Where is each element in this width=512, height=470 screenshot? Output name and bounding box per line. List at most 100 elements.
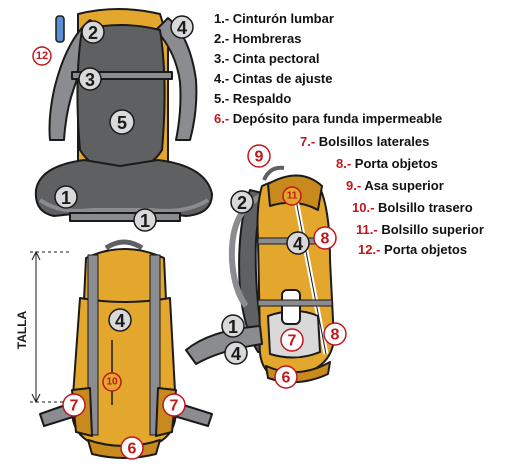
side-bottle [281, 289, 301, 325]
size-label: TALLA [15, 310, 29, 349]
front-top-handle [104, 239, 144, 251]
svg-text:4: 4 [177, 18, 187, 38]
legend-num: 11.- [356, 222, 378, 237]
legend-num: 7.- [300, 134, 316, 149]
legend-label: Depósito para funda impermeable [232, 111, 443, 126]
svg-text:8: 8 [321, 231, 330, 248]
marker-4: 4 [224, 341, 248, 365]
marker-6: 6 [274, 365, 298, 389]
svg-text:6: 6 [282, 370, 291, 387]
marker-4: 4 [170, 15, 194, 39]
svg-text:6: 6 [128, 441, 137, 458]
legend-num: 4.- [214, 71, 230, 86]
legend-item-9: 9.- Asa superior [346, 179, 444, 192]
legend-item-10: 10.- Bolsillo trasero [352, 201, 473, 214]
hip-buckle-strap [69, 212, 181, 222]
svg-text:10: 10 [106, 377, 118, 388]
legend-num: 12.- [358, 242, 381, 257]
marker-1: 1 [133, 208, 157, 232]
svg-text:12: 12 [36, 50, 48, 62]
legend-item-5: 5.- Respaldo [214, 92, 291, 105]
legend-item-8: 8.- Porta objetos [336, 157, 438, 170]
marker-2: 2 [230, 190, 254, 214]
svg-text:5: 5 [117, 113, 127, 133]
legend-label: Hombreras [232, 31, 302, 46]
legend-num: 5.- [214, 91, 230, 106]
svg-text:7: 7 [170, 398, 179, 415]
marker-10: 10 [102, 372, 122, 392]
legend-label: Cinturón lumbar [232, 11, 334, 26]
legend-label: Cinta pectoral [232, 51, 320, 66]
marker-2: 2 [81, 20, 105, 44]
hip-belt [34, 159, 213, 217]
marker-7: 7 [162, 393, 186, 417]
svg-text:7: 7 [70, 398, 79, 415]
legend-label: Bolsillos laterales [318, 134, 430, 149]
side-top-handle [262, 165, 285, 181]
svg-text:4: 4 [231, 344, 241, 364]
svg-text:7: 7 [288, 333, 297, 350]
svg-text:9: 9 [255, 149, 264, 166]
front-compression-strap [87, 254, 99, 436]
marker-7: 7 [280, 328, 304, 352]
legend-item-1: 1.- Cinturón lumbar [214, 12, 334, 25]
svg-text:4: 4 [293, 234, 303, 254]
marker-1: 1 [54, 185, 78, 209]
size-dimension: TALLA [15, 250, 70, 404]
chest-strap [71, 71, 173, 80]
marker-6: 6 [120, 436, 144, 460]
svg-text:3: 3 [85, 70, 95, 90]
marker-7: 7 [62, 393, 86, 417]
legend-num: 1.- [214, 11, 230, 26]
svg-text:8: 8 [331, 327, 340, 344]
side-trekking-pole-outline [295, 199, 327, 355]
legend-num: 3.- [214, 51, 230, 66]
marker-1: 1 [221, 314, 245, 338]
marker-8: 8 [313, 226, 337, 250]
marker-11: 11 [282, 186, 302, 206]
back-panel [76, 24, 166, 173]
svg-text:2: 2 [237, 193, 247, 213]
hip-belt-edge [38, 198, 210, 213]
side-strap [257, 299, 333, 307]
right-shoulder-strap [155, 17, 198, 141]
legend-label: Bolsillo superior [381, 222, 484, 237]
legend-num: 9.- [346, 178, 362, 193]
legend-item-6: 6.- Depósito para funda impermeable [214, 112, 442, 125]
marker-12: 12 [32, 46, 52, 66]
legend-label: Bolsillo trasero [378, 200, 473, 215]
legend-num: 10.- [352, 200, 375, 215]
side-tube [55, 15, 65, 43]
legend-item-2: 2.- Hombreras [214, 32, 301, 45]
svg-text:11: 11 [287, 191, 298, 202]
svg-text:4: 4 [115, 311, 125, 331]
side-view [185, 165, 335, 384]
marker-3: 3 [78, 67, 102, 91]
legend-label: Asa superior [364, 178, 444, 193]
svg-text:1: 1 [140, 211, 150, 231]
marker-5: 5 [109, 109, 135, 135]
legend-num: 2.- [214, 31, 230, 46]
legend-label: Respaldo [232, 91, 292, 106]
legend-num: 6.- [214, 111, 230, 126]
marker-8: 8 [323, 322, 347, 346]
front-compression-strap [149, 254, 161, 436]
legend-label: Porta objetos [384, 242, 468, 257]
legend-item-3: 3.- Cinta pectoral [214, 52, 319, 65]
back-view [34, 8, 213, 222]
legend-item-7: 7.- Bolsillos laterales [300, 135, 429, 148]
legend-label: Porta objetos [354, 156, 438, 171]
svg-text:1: 1 [61, 188, 71, 208]
legend-label: Cintas de ajuste [232, 71, 333, 86]
marker-4: 4 [286, 231, 310, 255]
legend-item-12: 12.- Porta objetos [358, 243, 467, 256]
legend-item-11: 11.- Bolsillo superior [356, 223, 484, 236]
legend-num: 8.- [336, 156, 352, 171]
legend-item-4: 4.- Cintas de ajuste [214, 72, 333, 85]
svg-text:2: 2 [88, 23, 98, 43]
svg-text:1: 1 [228, 317, 238, 337]
marker-9: 9 [247, 144, 271, 168]
marker-4: 4 [108, 308, 132, 332]
side-hip-belt [185, 325, 263, 365]
